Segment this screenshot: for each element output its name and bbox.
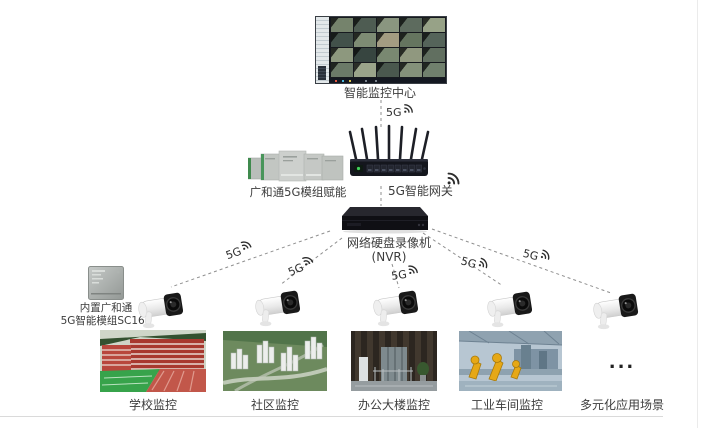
monitoring-center-label: 智能监控中心	[343, 86, 416, 100]
video-feed-cell	[331, 63, 353, 77]
video-feed-cell	[400, 63, 422, 77]
video-feed-cell	[377, 48, 399, 62]
nvr-sublabel: (NVR)	[371, 250, 407, 264]
video-feed-cell	[354, 18, 376, 32]
video-feed-cell	[377, 63, 399, 77]
sc161-label-line2: 5G智能模组SC161	[60, 315, 152, 327]
bottom-divider	[0, 416, 663, 417]
video-feed-cell	[331, 48, 353, 62]
video-feed-cell	[331, 18, 353, 32]
video-feed-cell	[354, 33, 376, 47]
video-wall-grid	[330, 17, 446, 78]
video-feed-cell	[400, 33, 422, 47]
top-5g-label: 5G	[386, 106, 402, 119]
video-feed-cell	[354, 48, 376, 62]
modules-label: 广和通5G模组赋能	[249, 185, 347, 199]
wifi-icon	[446, 171, 461, 186]
video-feed-cell	[331, 33, 353, 47]
video-feed-cell	[377, 18, 399, 32]
scene-school-label: 学校监控	[128, 398, 177, 412]
video-wall-sidebar	[316, 17, 330, 83]
video-feed-cell	[423, 33, 445, 47]
scene-diverse-label: 多元化应用场景	[579, 398, 664, 412]
5g-label: 5G	[390, 267, 408, 283]
top-5g-link: 5G	[386, 103, 414, 119]
5g-modules	[248, 150, 344, 182]
video-wall	[315, 16, 447, 84]
video-wall-statusbar	[330, 78, 446, 83]
gateway-router	[348, 124, 430, 176]
scene-community-label: 社区监控	[250, 398, 299, 412]
camera	[134, 286, 192, 330]
wifi-icon	[403, 103, 414, 114]
camera	[369, 284, 427, 328]
scene-office-image	[351, 331, 437, 391]
video-feed-cell	[377, 33, 399, 47]
nvr-label: 网络硬盘录像机	[346, 236, 431, 250]
video-feed-cell	[423, 48, 445, 62]
sc161-label-line1: 内置广和通	[79, 302, 133, 314]
camera	[251, 284, 309, 328]
video-feed-cell	[354, 63, 376, 77]
scene-school-image	[100, 330, 206, 392]
video-feed-cell	[400, 48, 422, 62]
scene-industry-label: 工业车间监控	[470, 398, 543, 412]
gateway-label: 5G智能网关	[388, 184, 453, 198]
right-divider	[697, 0, 698, 428]
camera	[483, 285, 541, 329]
wifi-icon	[406, 263, 418, 275]
camera	[589, 287, 647, 331]
sc161-module	[88, 266, 124, 300]
video-feed-cell	[400, 18, 422, 32]
video-feed-cell	[423, 18, 445, 32]
scene-community-image	[223, 331, 327, 391]
more-scenes-ellipsis: ...	[608, 352, 636, 373]
nvr-device	[342, 207, 428, 234]
video-feed-cell	[423, 63, 445, 77]
scene-office-label: 办公大楼监控	[357, 398, 430, 412]
scene-industry-image	[459, 331, 562, 391]
